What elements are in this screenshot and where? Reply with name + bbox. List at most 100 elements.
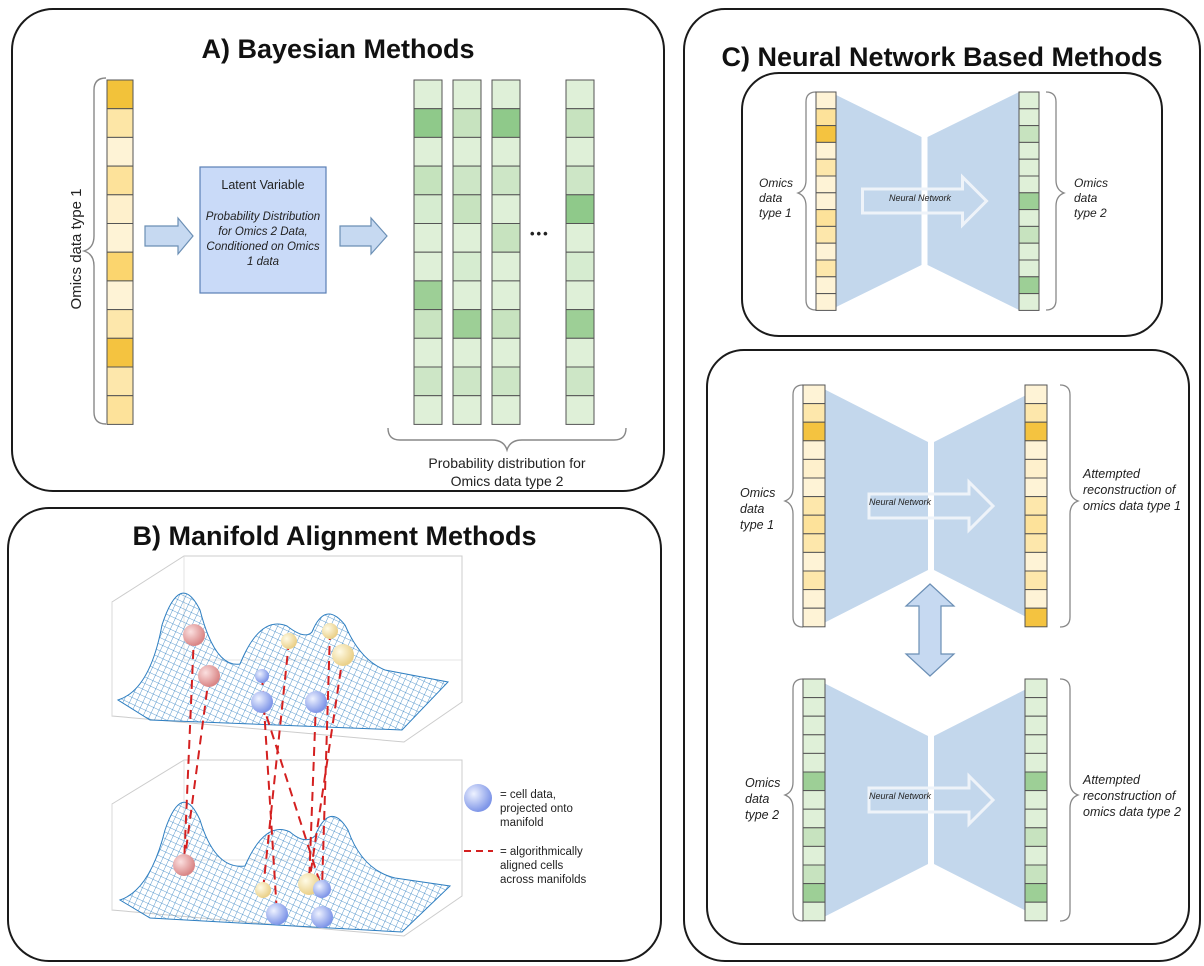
cell bbox=[1024, 845, 1048, 866]
cell bbox=[1024, 715, 1048, 736]
cell bbox=[491, 108, 521, 138]
cell bbox=[1024, 883, 1048, 903]
ae1-left-column bbox=[802, 384, 826, 628]
output-column-3 bbox=[491, 79, 521, 425]
encoder-shape bbox=[816, 679, 928, 921]
cell bbox=[1018, 192, 1040, 211]
legend-cell-text: = cell data, projected onto manifold bbox=[500, 789, 573, 829]
ae2-network bbox=[816, 679, 1046, 921]
cell bbox=[491, 395, 521, 425]
brace-icon bbox=[783, 384, 804, 628]
cell bbox=[802, 440, 826, 460]
cell bbox=[491, 251, 521, 282]
cell bbox=[106, 108, 134, 138]
cell bbox=[106, 194, 134, 225]
cell bbox=[1024, 384, 1048, 405]
cell bbox=[815, 192, 837, 211]
cell bbox=[1018, 158, 1040, 177]
lower-manifold-plot bbox=[111, 759, 463, 937]
cell bbox=[1024, 477, 1048, 498]
ae1-network bbox=[816, 385, 1046, 627]
cell bbox=[413, 251, 443, 282]
cell bbox=[491, 136, 521, 167]
cell bbox=[1024, 403, 1048, 423]
cell bbox=[565, 194, 595, 225]
cell bbox=[413, 395, 443, 425]
cell bbox=[802, 496, 826, 516]
cell-sphere-red bbox=[183, 624, 205, 646]
top-left-label: Omics data type 1 bbox=[759, 176, 793, 220]
arrow-to-latent-icon bbox=[144, 216, 194, 256]
output-label-line1: Probability distribution for bbox=[428, 455, 586, 471]
panel-b-title: B) Manifold Alignment Methods bbox=[132, 521, 537, 551]
cell bbox=[452, 395, 482, 425]
cell bbox=[452, 79, 482, 110]
cell bbox=[815, 276, 837, 295]
top-network-label: Neural Network bbox=[888, 193, 952, 203]
output-brace bbox=[387, 427, 627, 453]
cell bbox=[1024, 458, 1048, 479]
cell bbox=[802, 790, 826, 810]
cell bbox=[1024, 589, 1048, 609]
cell bbox=[413, 194, 443, 225]
cell bbox=[802, 827, 826, 847]
cell bbox=[815, 242, 837, 261]
ellipsis: ••• bbox=[530, 226, 550, 241]
ae1-right-label: Attempted reconstruction of omics data t… bbox=[1083, 467, 1181, 513]
cell-sphere-blue bbox=[266, 903, 288, 925]
cell bbox=[1024, 697, 1048, 717]
network-arrow-icon bbox=[861, 173, 989, 229]
cell bbox=[815, 293, 837, 311]
cell bbox=[1018, 293, 1040, 311]
cell bbox=[452, 108, 482, 138]
cell bbox=[491, 280, 521, 311]
cell bbox=[106, 165, 134, 196]
top-right-column bbox=[1018, 91, 1040, 311]
output-columns bbox=[413, 79, 595, 425]
cell bbox=[106, 251, 134, 282]
cell bbox=[815, 225, 837, 244]
cell-sphere-yellow bbox=[322, 623, 338, 639]
cell bbox=[1024, 678, 1048, 699]
brace-icon bbox=[1059, 384, 1080, 628]
latent-variable-box bbox=[199, 166, 327, 294]
cell bbox=[413, 165, 443, 196]
cell bbox=[491, 366, 521, 397]
cell bbox=[802, 845, 826, 866]
cell bbox=[802, 734, 826, 754]
cell bbox=[802, 403, 826, 423]
cell bbox=[802, 570, 826, 591]
cell bbox=[106, 395, 134, 425]
cell bbox=[802, 458, 826, 479]
cell bbox=[1018, 259, 1040, 278]
cell-sphere-blue bbox=[251, 691, 273, 713]
cell bbox=[565, 79, 595, 110]
cell bbox=[802, 607, 826, 628]
cell-sphere-blue bbox=[313, 880, 331, 898]
cell bbox=[452, 251, 482, 282]
cell bbox=[413, 79, 443, 110]
ae1-network-label: Neural Network bbox=[868, 497, 932, 507]
brace-icon bbox=[796, 91, 817, 311]
cell bbox=[815, 125, 837, 143]
ae2-right-label: Attempted reconstruction of omics data t… bbox=[1083, 773, 1181, 819]
cell bbox=[106, 337, 134, 368]
cell bbox=[1018, 91, 1040, 110]
cell bbox=[1018, 108, 1040, 127]
cell bbox=[1024, 440, 1048, 460]
cell bbox=[491, 79, 521, 110]
cell bbox=[815, 141, 837, 160]
encoder-shape bbox=[816, 385, 928, 627]
cell-sphere-blue bbox=[305, 691, 327, 713]
cell bbox=[413, 337, 443, 368]
cell-sphere-yellow bbox=[332, 644, 354, 666]
cell bbox=[452, 366, 482, 397]
cell bbox=[815, 91, 837, 110]
cell bbox=[802, 901, 826, 922]
cell bbox=[802, 477, 826, 498]
cell bbox=[802, 864, 826, 885]
cell bbox=[802, 514, 826, 535]
cell bbox=[815, 158, 837, 177]
